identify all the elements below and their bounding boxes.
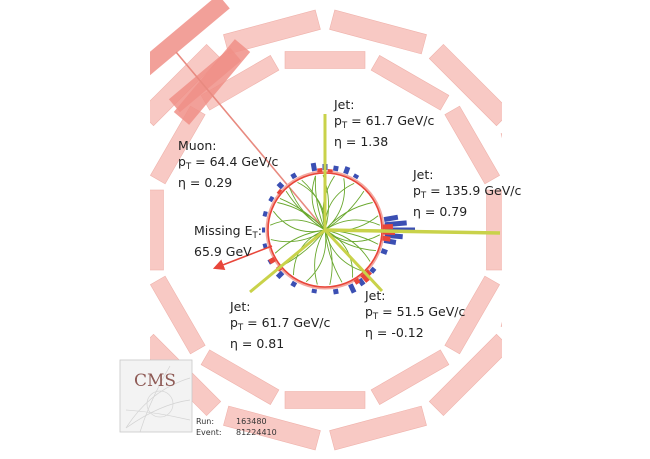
- track: [272, 210, 326, 233]
- ecal-tower: [364, 269, 373, 278]
- hcal-tower: [262, 211, 268, 217]
- ecal-tower: [317, 168, 323, 173]
- muon-label: Muon: pT = 64.4 GeV/c η = 0.29: [178, 138, 278, 191]
- track: [305, 229, 327, 283]
- cms-logo: CMS: [119, 359, 193, 433]
- muon-chamber-hit: [150, 0, 230, 86]
- hcal-tower: [369, 266, 377, 274]
- jet-right-pt: pT = 135.9 GeV/c: [413, 183, 522, 201]
- muon-chamber-hit: [168, 47, 242, 113]
- muon-chamber: [200, 349, 280, 405]
- muon-chamber: [284, 391, 366, 409]
- track: [324, 219, 380, 231]
- event-row: Event:81224410: [196, 428, 277, 437]
- muon-chamber: [444, 275, 500, 355]
- jet-top-label: Jet: pT = 61.7 GeV/c η = 1.38: [334, 97, 434, 150]
- track: [324, 229, 333, 285]
- hcal-tower: [348, 283, 357, 294]
- ecal-tower: [353, 277, 361, 285]
- jet-top-pt: pT = 61.7 GeV/c: [334, 113, 435, 131]
- jet-bottom-left-title: Jet:: [230, 299, 251, 314]
- muon-chamber: [444, 105, 500, 185]
- jet-bottom-right-eta: η = -0.12: [365, 325, 424, 340]
- jet-bottom-right-pt: pT = 51.5 GeV/c: [365, 304, 466, 322]
- hcal-tower: [275, 270, 285, 280]
- ecal-tower: [268, 256, 277, 265]
- muon-chamber: [284, 51, 366, 69]
- cms-logo-text: CMS: [134, 371, 176, 391]
- hcal-tower: [383, 214, 399, 223]
- jet-top-eta: η = 1.38: [334, 134, 389, 149]
- muon-chamber: [370, 349, 450, 405]
- muon-chamber: [428, 333, 502, 417]
- track: [311, 175, 326, 231]
- muon-chamber: [329, 405, 427, 451]
- hcal-tower: [332, 288, 339, 295]
- muon-track: [175, 51, 326, 231]
- muon-title: Muon:: [178, 138, 217, 153]
- missing-et-title: Missing ET:: [194, 223, 262, 241]
- track: [324, 229, 362, 272]
- jet-right-label: Jet: pT = 135.9 GeV/c η = 0.79: [413, 167, 521, 220]
- hcal-tower: [290, 172, 298, 180]
- jet-bottom-right-title: Jet:: [365, 288, 386, 303]
- muon-chamber: [150, 189, 164, 271]
- hcal-tower: [311, 288, 318, 294]
- ecal-tower: [327, 169, 333, 173]
- muon-chamber: [105, 235, 149, 332]
- muon-chamber: [500, 234, 502, 332]
- track: [277, 202, 326, 231]
- inner-tracks: [270, 174, 381, 285]
- track: [324, 229, 353, 278]
- muon-chamber: [223, 405, 321, 451]
- jet-right-title: Jet:: [413, 167, 434, 182]
- muon-chamber: [105, 128, 149, 225]
- jet-bottom-left-eta: η = 0.81: [230, 336, 285, 351]
- muon-pt: pT = 64.4 GeV/c: [178, 154, 279, 172]
- track: [324, 202, 373, 231]
- hcal-tower: [380, 248, 388, 255]
- hcal-tower: [357, 277, 366, 287]
- muon-chamber: [223, 9, 321, 55]
- jet-bottom-left-pt: pT = 61.7 GeV/c: [230, 315, 331, 333]
- track: [314, 229, 326, 285]
- muon-chamber: [150, 275, 206, 355]
- missing-et-arrow: [212, 245, 273, 270]
- jet-bottom-right-label: Jet: pT = 51.5 GeV/c η = -0.12: [365, 288, 465, 341]
- jet-right-eta: η = 0.79: [413, 204, 468, 219]
- hcal-tower: [262, 227, 265, 233]
- jet-bottom-right-line: [323, 228, 384, 293]
- hcal-tower: [276, 181, 285, 190]
- run-info: Run:163480 Event:81224410: [196, 416, 277, 438]
- jet-bottom-left-line: [249, 228, 326, 294]
- muon-chamber: [428, 43, 502, 127]
- missing-et-label: Missing ET: 65.9 GeV: [194, 223, 262, 260]
- muon-eta: η = 0.29: [178, 175, 233, 190]
- hcal-tower: [343, 166, 351, 175]
- muon-chambers: [105, 0, 502, 451]
- hcal-tower: [269, 196, 275, 203]
- jet-bottom-left-label: Jet: pT = 61.7 GeV/c η = 0.81: [230, 299, 330, 352]
- hcal-tower: [310, 162, 318, 172]
- ecal-tower: [382, 223, 394, 230]
- run-row: Run:163480: [196, 417, 267, 426]
- ecal-tower: [360, 272, 370, 283]
- ecal-tower: [382, 235, 391, 242]
- missing-et-value: 65.9 GeV: [194, 244, 252, 259]
- hcal-tower: [290, 280, 298, 288]
- muon-chamber: [329, 9, 427, 55]
- jet-right-line: [324, 228, 501, 235]
- jet-top-title: Jet:: [334, 97, 355, 112]
- muon-chamber: [486, 189, 502, 271]
- track: [314, 175, 326, 231]
- ecal-tower: [276, 188, 283, 195]
- muon-chamber: [370, 55, 450, 111]
- hcal-tower: [352, 173, 360, 180]
- hcal-tower: [332, 165, 339, 172]
